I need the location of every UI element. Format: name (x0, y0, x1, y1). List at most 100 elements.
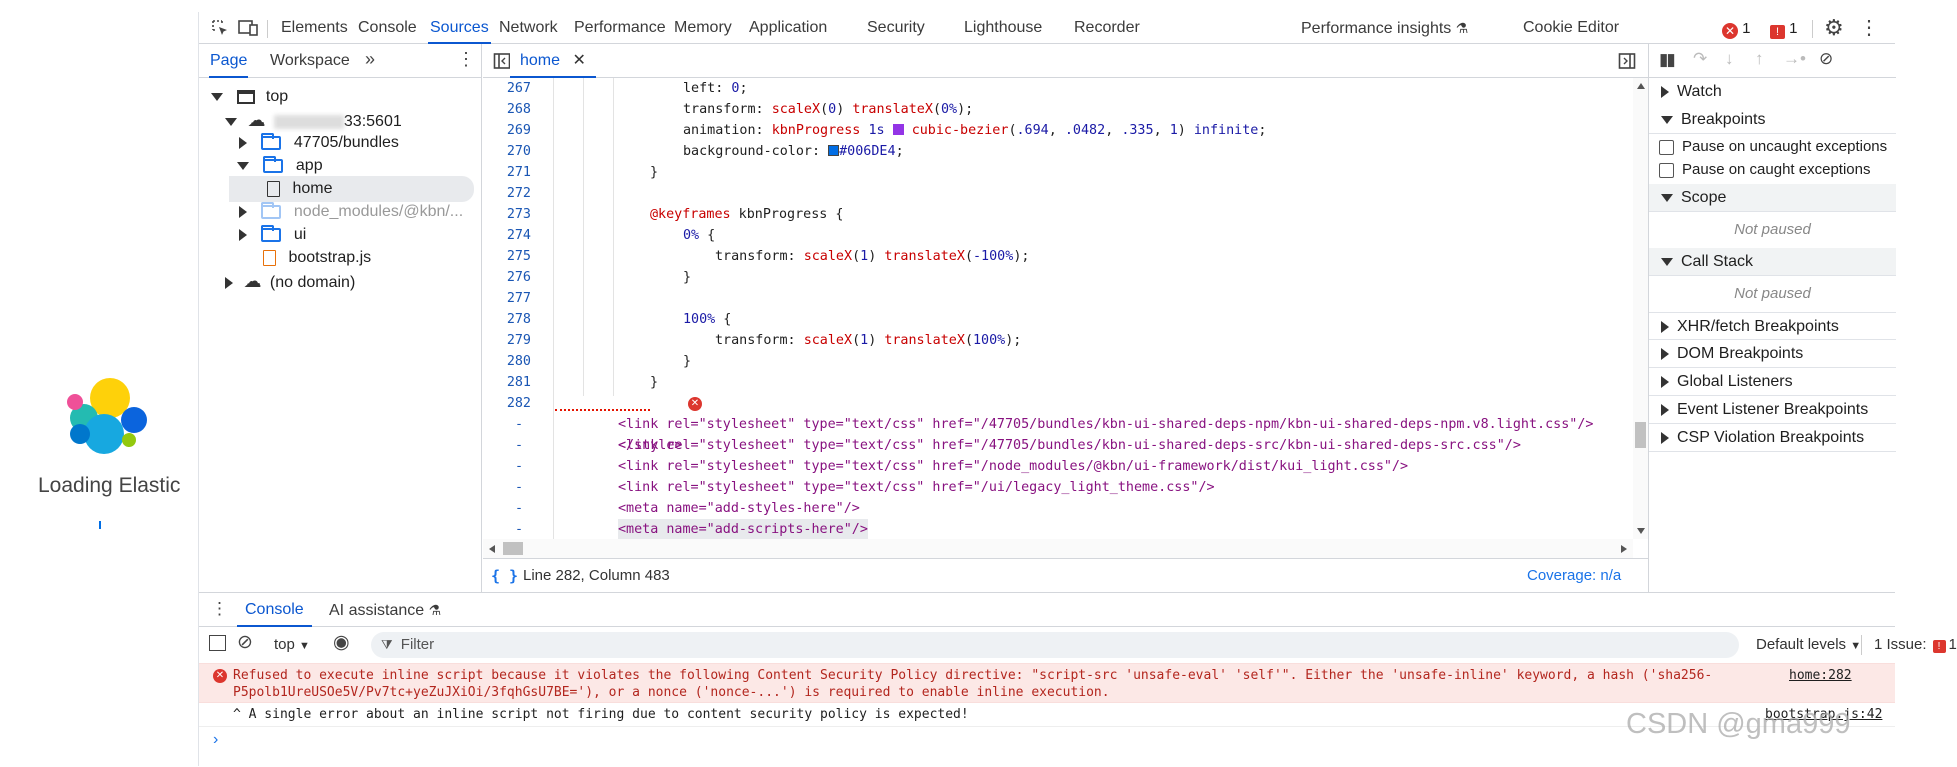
tree-item-node-modules[interactable]: node_modules/@kbn/... (239, 199, 463, 225)
coverage-link[interactable]: Coverage: n/a (1527, 567, 1622, 584)
toggle-navigator-icon[interactable] (493, 52, 511, 70)
issues-button[interactable]: 1 Issue:!1 (1874, 627, 1957, 663)
drawer-tab-ai-assistance[interactable]: AI assistance ⚗ (329, 593, 441, 628)
section-watch[interactable]: Watch (1649, 78, 1896, 106)
tree-label: top (265, 88, 289, 105)
pause-uncaught-checkbox[interactable] (1659, 139, 1674, 155)
section-label: Global Listeners (1677, 373, 1793, 390)
tab-application[interactable]: Application (749, 19, 828, 36)
more-options-icon[interactable]: ⋮ (1859, 17, 1879, 39)
pretty-print-icon[interactable]: { } (491, 567, 519, 585)
section-breakpoints[interactable]: Breakpoints (1649, 106, 1896, 134)
tree-item-ui[interactable]: ui (239, 222, 306, 248)
tree-label: ui (293, 226, 307, 243)
pause-uncaught-row[interactable]: Pause on uncaught exceptions (1649, 135, 1887, 159)
settings-gear-icon[interactable]: ⚙ (1824, 15, 1844, 40)
inspect-element-icon[interactable] (211, 19, 229, 37)
tree-label: app (295, 157, 323, 174)
cursor-position[interactable]: Line 282, Column 483 (523, 567, 670, 584)
issue-icon: ! (1770, 25, 1785, 39)
console-prompt[interactable]: › (199, 727, 1895, 767)
scrollbar-thumb[interactable] (503, 542, 523, 555)
tree-item-no-domain[interactable]: ☁ (no domain) (225, 268, 355, 294)
deactivate-breakpoints-icon[interactable]: ⊘ (1819, 49, 1834, 68)
tab-performance[interactable]: Performance (574, 19, 666, 36)
section-label: CSP Violation Breakpoints (1677, 429, 1865, 446)
scroll-down-arrow-icon[interactable] (1637, 528, 1645, 534)
vertical-scrollbar[interactable] (1633, 78, 1648, 539)
color-swatch[interactable] (828, 145, 840, 156)
section-event-listener-breakpoints[interactable]: Event Listener Breakpoints (1649, 396, 1896, 424)
error-counter[interactable]: ✕ 1 (1722, 20, 1751, 39)
tab-security[interactable]: Security (867, 19, 925, 36)
tab-page[interactable]: Page (209, 44, 249, 78)
step-into-icon[interactable]: ↓ (1725, 49, 1734, 68)
tab-elements[interactable]: Elements (281, 19, 348, 36)
tree-item-home[interactable]: home (229, 176, 474, 202)
issues-label: 1 Issue: (1874, 636, 1927, 653)
tab-network[interactable]: Network (499, 19, 558, 36)
tree-item-app[interactable]: app (237, 153, 323, 179)
tab-lighthouse[interactable]: Lighthouse (964, 19, 1043, 36)
scroll-left-arrow-icon[interactable] (489, 545, 495, 553)
sidebar-toggle-icon[interactable] (209, 635, 226, 651)
section-xhr-breakpoints[interactable]: XHR/fetch Breakpoints (1649, 312, 1896, 340)
log-source-link[interactable]: bootstrap.js:42 (1765, 707, 1883, 722)
live-expression-eye-icon[interactable]: ◉ (333, 632, 350, 653)
log-levels-select[interactable]: Default levels ▼ (1756, 627, 1861, 664)
file-tab-home[interactable]: home ✕ (510, 44, 596, 78)
line-number: 275 (506, 249, 531, 264)
filter-input[interactable]: ⧩ Filter (371, 632, 1739, 658)
step-over-icon[interactable]: ↷ (1693, 49, 1708, 68)
step-icon[interactable]: →• (1783, 49, 1806, 68)
close-tab-icon[interactable]: ✕ (572, 52, 586, 69)
tab-console[interactable]: Console (358, 19, 417, 36)
context-label: top (274, 636, 295, 653)
context-select[interactable]: top ▼ (274, 627, 310, 664)
tab-sources[interactable]: Sources (428, 12, 491, 44)
pause-caught-row[interactable]: Pause on caught exceptions (1649, 158, 1870, 182)
tab-recorder[interactable]: Recorder (1074, 19, 1140, 36)
code-line: 280} (483, 351, 1633, 372)
tree-item-top[interactable]: top (211, 84, 288, 110)
drawer-tab-console[interactable]: Console (237, 593, 312, 627)
code-line: -<link rel="stylesheet" type="text/css" … (483, 456, 1633, 477)
file-icon (267, 180, 280, 197)
tab-performance-insights[interactable]: Performance insights ⚗ (1301, 12, 1468, 44)
section-dom-breakpoints[interactable]: DOM Breakpoints (1649, 340, 1896, 368)
tree-item-host[interactable]: ☁ 33:5601 (225, 107, 402, 133)
tab-cookie-editor[interactable]: Cookie Editor (1523, 19, 1620, 36)
line-number: - (514, 522, 523, 537)
tab-memory[interactable]: Memory (674, 19, 732, 36)
scope-not-paused: Not paused (1734, 221, 1811, 238)
clear-console-icon[interactable]: ⊘ (237, 632, 253, 653)
scroll-up-arrow-icon[interactable] (1637, 83, 1645, 89)
horizontal-scrollbar[interactable] (483, 539, 1633, 558)
pause-icon[interactable]: ▮▮ (1659, 50, 1676, 69)
step-out-icon[interactable]: ↑ (1755, 49, 1764, 68)
bezier-editor-icon[interactable] (892, 124, 904, 135)
code-line: 273@keyframes kbnProgress { (483, 204, 1633, 225)
toggle-debugger-icon[interactable] (1618, 52, 1636, 70)
navigator-menu-icon[interactable]: ⋮ (457, 49, 475, 69)
drawer-menu-icon[interactable]: ⋮ (211, 599, 228, 618)
tree-item-bootstrap[interactable]: bootstrap.js (263, 245, 371, 271)
error-source-link[interactable]: home:282 (1789, 668, 1852, 683)
folder-icon (263, 155, 284, 173)
device-toolbar-icon[interactable] (237, 19, 259, 37)
section-call-stack[interactable]: Call Stack (1649, 248, 1896, 276)
scrollbar-thumb[interactable] (1635, 422, 1646, 448)
tab-workspace[interactable]: Workspace (270, 52, 350, 69)
section-global-listeners[interactable]: Global Listeners (1649, 368, 1896, 396)
tree-item-bundles[interactable]: 47705/bundles (239, 130, 399, 156)
inline-error-icon[interactable]: ✕ (688, 397, 702, 411)
pause-caught-checkbox[interactable] (1659, 162, 1674, 178)
code-text: background-color: #006DE4; (683, 144, 904, 159)
section-csp-breakpoints[interactable]: CSP Violation Breakpoints (1649, 424, 1896, 452)
scroll-right-arrow-icon[interactable] (1621, 545, 1627, 553)
section-scope[interactable]: Scope (1649, 184, 1896, 212)
issues-counter[interactable]: ! 1 (1770, 20, 1798, 39)
more-tabs-icon[interactable]: » (365, 49, 376, 69)
